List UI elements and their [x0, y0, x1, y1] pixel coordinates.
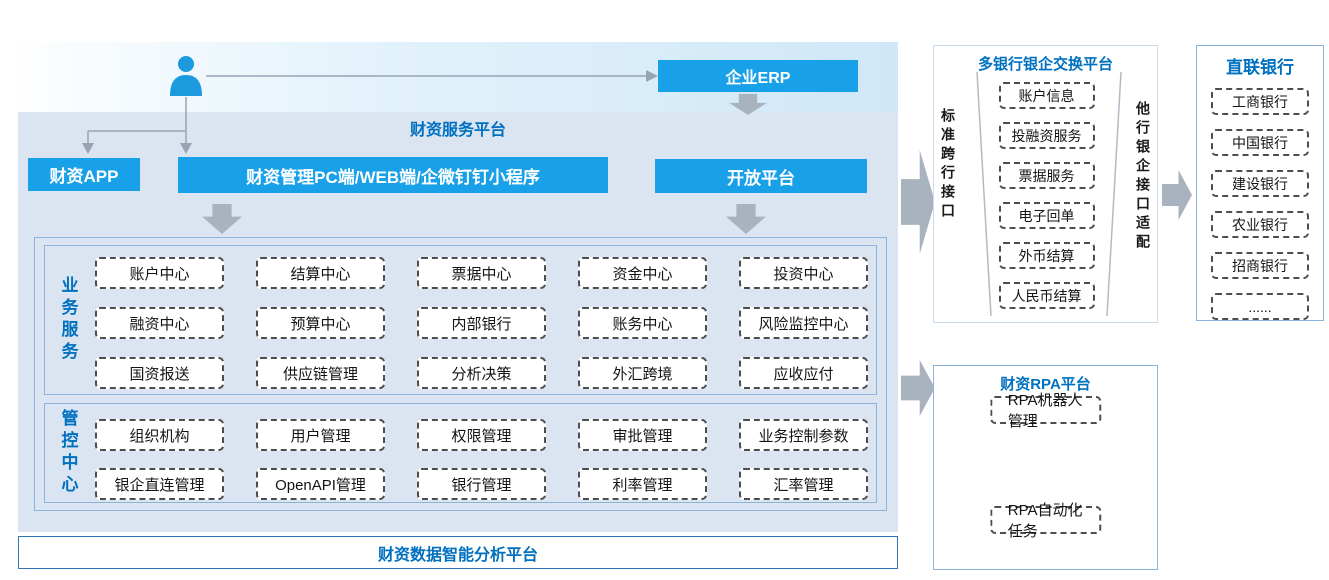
module-box: 资金中心	[578, 257, 707, 289]
standard-interface-label: 标准跨行接口	[940, 108, 956, 222]
right-arrow-to-banks	[1162, 170, 1192, 220]
module-box: 应收应付	[739, 357, 868, 389]
exchange-item: 人民币结算	[998, 282, 1095, 309]
business-services-label: 业务服务	[58, 276, 78, 364]
module-box: 外汇跨境	[578, 357, 707, 389]
exchange-item: 票据服务	[998, 162, 1095, 189]
bank-item: 建设银行	[1211, 170, 1309, 197]
open-platform-node: 开放平台	[655, 159, 867, 193]
exchange-item: 投融资服务	[998, 122, 1095, 149]
module-box: 预算中心	[256, 307, 385, 339]
module-box: 组织机构	[95, 419, 224, 451]
module-box: 风险监控中心	[739, 307, 868, 339]
exchange-items-list: 账户信息 投融资服务 票据服务 电子回单 外币结算 人民币结算	[990, 82, 1103, 309]
analysis-platform-bar: 财资数据智能分析平台	[18, 536, 898, 569]
module-box: 银行管理	[417, 468, 546, 500]
erp-node: 企业ERP	[658, 60, 858, 92]
platform-title: 财资服务平台	[409, 122, 506, 139]
module-box: 票据中心	[417, 257, 546, 289]
control-center-section: 管控中心 组织机构 用户管理 权限管理 审批管理 业务控制参数 银企直连管理 O…	[44, 403, 877, 503]
exchange-platform-title: 多银行银企交换平台	[977, 56, 1113, 73]
exchange-platform-panel: 多银行银企交换平台 标准跨行接口 他行银企接口适配 账户信息 投融资服务 票据服…	[933, 45, 1158, 323]
treasury-pc-web-node: 财资管理PC端/WEB端/企微钉钉小程序	[178, 157, 608, 193]
bank-item: 工商银行	[1211, 88, 1309, 115]
module-box: 内部银行	[417, 307, 546, 339]
module-box: 投资中心	[739, 257, 868, 289]
module-box: 汇率管理	[739, 468, 868, 500]
bank-item: ......	[1211, 293, 1309, 320]
direct-banks-panel: 直联银行 工商银行 中国银行 建设银行 农业银行 招商银行 ......	[1196, 45, 1324, 321]
treasury-app-node: 财资APP	[28, 158, 140, 191]
module-box: 利率管理	[578, 468, 707, 500]
control-center-label: 管控中心	[58, 409, 78, 497]
module-box: 国资报送	[95, 357, 224, 389]
module-box: 供应链管理	[256, 357, 385, 389]
module-box: 分析决策	[417, 357, 546, 389]
module-box: 融资中心	[95, 307, 224, 339]
right-arrow-to-rpa	[901, 360, 935, 416]
control-grid: 组织机构 用户管理 权限管理 审批管理 业务控制参数 银企直连管理 OpenAP…	[91, 404, 876, 502]
services-outer-box	[34, 237, 887, 511]
module-box: 银企直连管理	[95, 468, 224, 500]
rpa-item: RPA机器人管理	[989, 392, 1102, 430]
module-box: 业务控制参数	[739, 419, 868, 451]
direct-banks-title: 直联银行	[1226, 58, 1294, 77]
business-services-section: 业务服务 账户中心 结算中心 票据中心 资金中心 投资中心 融资中心 预算中心 …	[44, 245, 877, 395]
bank-item: 农业银行	[1211, 211, 1309, 238]
module-box: OpenAPI管理	[256, 468, 385, 500]
module-box: 审批管理	[578, 419, 707, 451]
module-box: 结算中心	[256, 257, 385, 289]
module-box: 账户中心	[95, 257, 224, 289]
module-box: 权限管理	[417, 419, 546, 451]
exchange-item: 账户信息	[998, 82, 1095, 109]
other-bank-adapter-label: 他行银企接口适配	[1135, 101, 1151, 253]
module-box: 账务中心	[578, 307, 707, 339]
user-icon	[168, 55, 204, 97]
rpa-item: RPA自动化任务	[989, 502, 1102, 540]
module-box: 用户管理	[256, 419, 385, 451]
bank-item: 招商银行	[1211, 252, 1309, 279]
bank-items-list: 工商银行 中国银行 建设银行 农业银行 招商银行 ......	[1197, 88, 1323, 320]
exchange-item: 外币结算	[998, 242, 1095, 269]
rpa-platform-title: 财资RPA平台	[1000, 376, 1091, 393]
business-grid: 账户中心 结算中心 票据中心 资金中心 投资中心 融资中心 预算中心 内部银行 …	[91, 246, 876, 394]
bank-item: 中国银行	[1211, 129, 1309, 156]
exchange-item: 电子回单	[998, 202, 1095, 229]
right-arrow-to-exchange	[901, 150, 935, 254]
rpa-platform-panel: 财资RPA平台 RPA机器人管理 RPA自动化任务	[933, 365, 1158, 570]
